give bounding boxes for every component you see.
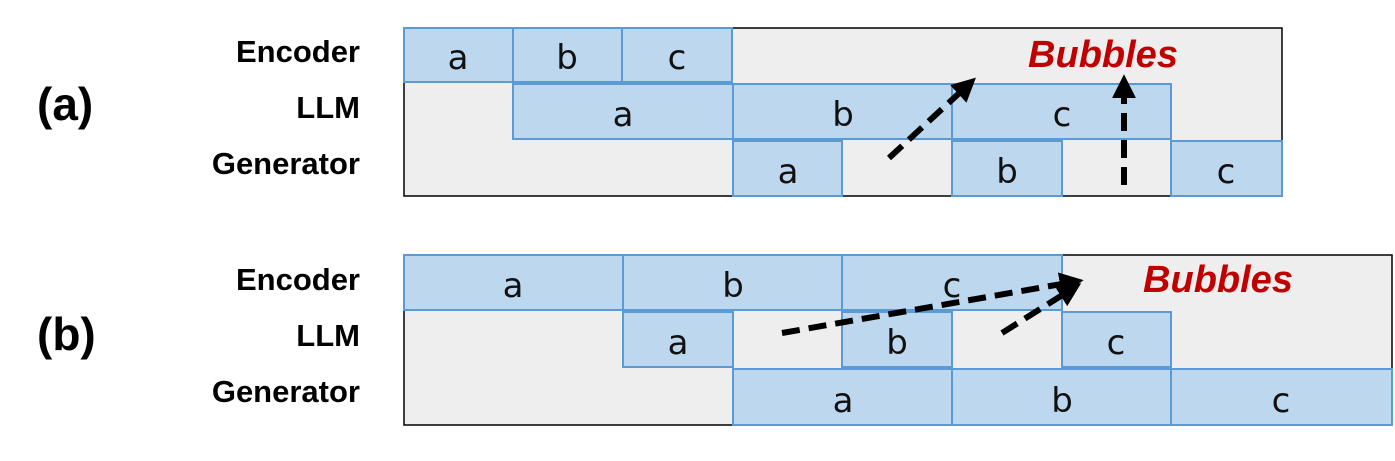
block-label: b [1051,381,1073,421]
panel-a-encoder-block-a: a [403,27,514,83]
panel-b-row-llm-label: LLM [296,318,360,353]
block-label: b [886,323,908,363]
block-label: c [668,38,687,78]
block-label: c [1107,323,1126,363]
panel-b-bubble-arrow-left [781,272,1084,336]
block-label: a [448,38,469,78]
panel-b-llm-block-c: c [1061,311,1172,368]
panel-b-generator-block-a: a [732,368,953,426]
block-label: a [613,95,634,135]
block-label: a [778,152,799,192]
panel-a-generator-block-b: b [951,140,1063,197]
panel-b-llm-block-a: a [622,311,734,368]
panel-b-encoder-block-a: a [403,254,624,311]
panel-b-generator-block-c: c [1170,368,1393,426]
panel-a-row-generator-label: Generator [212,146,360,181]
block-label: b [832,95,854,135]
panel-b-row-encoder-label: Encoder [236,262,360,297]
panel-a-generator-block-c: c [1170,140,1283,197]
block-label: b [722,266,744,306]
panel-a-row-encoder-label: Encoder [236,34,360,69]
block-label: a [503,266,524,306]
block-label: b [996,152,1018,192]
panel-b-label: (b) [37,308,96,360]
panel-a-row-llm-label: LLM [296,90,360,125]
panel-a-label: (a) [37,78,93,130]
block-label: b [556,38,578,78]
panel-b-row-generator-label: Generator [212,374,360,409]
block-label: c [1217,152,1236,192]
panel-b-generator-block-b: b [951,368,1172,426]
block-label: c [1272,381,1291,421]
panel-a-encoder-block-b: b [512,27,623,83]
block-label: c [943,266,962,306]
panel-a-llm-block-c: c [951,83,1172,140]
block-label: c [1053,95,1072,135]
panel-a-llm-block-a: a [512,83,734,140]
block-label: a [833,381,854,421]
panel-a-encoder-block-c: c [621,27,733,83]
panel-b-llm-block-b: b [841,311,953,368]
panel-b-bubbles-label: Bubbles [1143,259,1293,301]
panel-b-bubble-arrow-right [1000,283,1082,336]
panel-b-encoder-block-b: b [622,254,843,311]
panel-a: (a) Encoder LLM Generator a b c a b c [37,27,1283,197]
panel-a-bubble-arrow-left [886,77,976,161]
panel-b: (b) Encoder LLM Generator a b c a b c [37,254,1393,426]
block-label: a [668,323,689,363]
panel-a-bubbles-label: Bubbles [1028,34,1178,76]
panel-a-generator-block-a: a [732,140,843,197]
